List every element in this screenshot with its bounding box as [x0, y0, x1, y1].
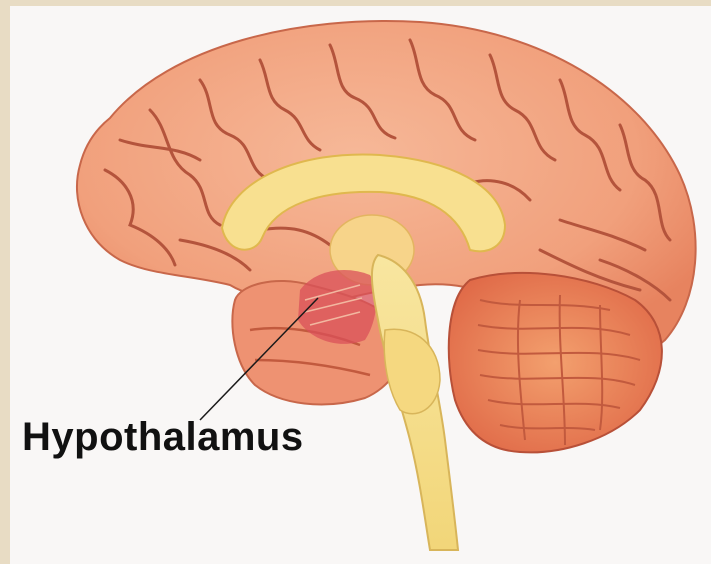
pons — [384, 329, 440, 414]
hypothalamus-label: Hypothalamus — [22, 415, 304, 460]
